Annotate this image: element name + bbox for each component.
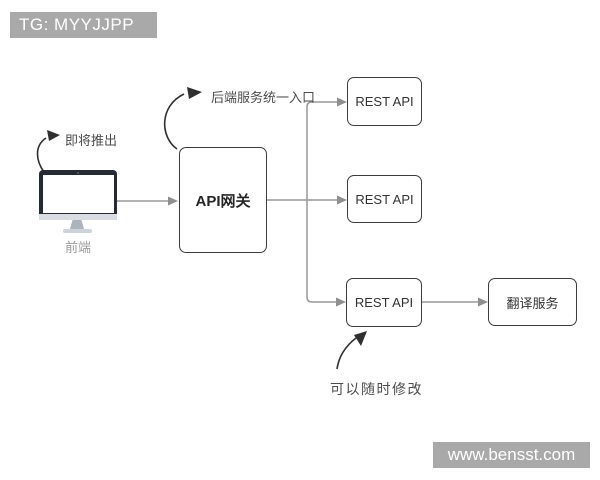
editable-arrow	[336, 337, 357, 370]
node-rest-api-3: REST API	[346, 278, 422, 327]
arrowhead-into-gateway	[168, 196, 178, 206]
edge-gateway-rest3	[306, 200, 336, 303]
edge-gateway-rest1	[306, 101, 337, 200]
monitor-stand-neck	[70, 220, 84, 229]
monitor-screen	[42, 174, 114, 213]
frontend-label: 前端	[64, 240, 91, 255]
arrowhead-into-translate	[478, 297, 488, 307]
monitor-chin	[39, 214, 117, 220]
annotation-arrowheads	[47, 87, 367, 346]
arrowhead-into-rest3	[336, 297, 346, 307]
node-rest-api-1: REST API	[347, 77, 422, 126]
connector-lines	[117, 101, 478, 303]
arrowhead-into-rest2	[337, 195, 347, 205]
node-translation-service: 翻译服务	[488, 278, 577, 326]
annotation-arrows	[36, 93, 357, 370]
node-api-gateway: API网关	[179, 147, 267, 253]
monitor-stand-base	[63, 229, 92, 233]
unified-entry-arrowhead	[187, 87, 202, 99]
telegram-watermark-badge: TG: MYYJJPP	[10, 12, 157, 38]
annotation-coming-soon: 即将推出	[65, 133, 118, 148]
coming-soon-arrowhead	[47, 130, 60, 141]
node-rest-api-2: REST API	[347, 175, 422, 223]
coming-soon-arrow	[36, 137, 47, 173]
annotation-unified-entry: 后端服务统一入口	[211, 90, 316, 105]
annotation-editable: 可以随时修改	[330, 381, 423, 397]
editable-arrowhead	[354, 331, 367, 346]
connector-arrowheads	[168, 97, 488, 307]
arrowhead-into-rest1	[337, 97, 347, 107]
website-watermark-badge: www.bensst.com	[433, 442, 590, 468]
unified-entry-arrow	[163, 93, 185, 150]
monitor-camera-dot	[77, 171, 79, 174]
